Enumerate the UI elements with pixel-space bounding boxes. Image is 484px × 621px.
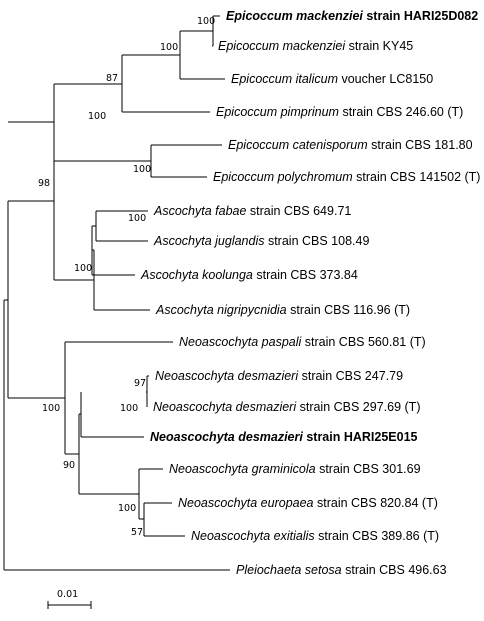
taxon-strain: strain CBS 389.86 (T) (315, 529, 439, 543)
bootstrap-label: 100 (128, 213, 146, 224)
bootstrap-values: 100 100 87 100 100 98 100 100 97 100 100… (38, 16, 215, 538)
taxon-label: Neoascochyta desmazieri strain HARI25E01… (150, 430, 418, 444)
taxon-species-name: Epicoccum italicum (231, 72, 338, 86)
taxon-strain: strain CBS 297.69 (T) (296, 400, 420, 414)
taxon-species-name: Ascochyta juglandis (153, 234, 264, 248)
taxon-strain: strain CBS 560.81 (T) (301, 335, 425, 349)
taxon-strain: strain CBS 108.49 (264, 234, 369, 248)
bootstrap-label: 100 (120, 403, 138, 414)
taxon-species-name: Ascochyta fabae (153, 204, 246, 218)
taxon-label: Epicoccum catenisporum strain CBS 181.80 (228, 138, 473, 152)
taxon-species-name: Ascochyta koolunga (140, 268, 253, 282)
taxon-species-name: Epicoccum pimprinum (216, 105, 339, 119)
taxon-label: Epicoccum mackenziei strain KY45 (218, 39, 413, 53)
taxon-species-name: Epicoccum mackenziei (226, 9, 363, 23)
taxon-strain: strain CBS 247.79 (298, 369, 403, 383)
bootstrap-label: 87 (106, 73, 118, 84)
taxon-strain: strain CBS 181.80 (368, 138, 473, 152)
taxon-species-name: Neoascochyta desmazieri (150, 430, 303, 444)
taxon-labels: Epicoccum mackenziei strain HARI25D082Ep… (140, 9, 480, 577)
taxon-strain: strain CBS 496.63 (342, 563, 447, 577)
taxon-label: Neoascochyta exitialis strain CBS 389.86… (191, 529, 439, 543)
bootstrap-label: 100 (133, 164, 151, 175)
taxon-label: Neoascochyta europaea strain CBS 820.84 … (178, 496, 438, 510)
taxon-species-name: Neoascochyta paspali (179, 335, 303, 349)
taxon-strain: strain CBS 373.84 (253, 268, 358, 282)
bootstrap-label: 90 (63, 460, 75, 471)
bootstrap-label: 100 (160, 42, 178, 53)
bootstrap-label: 97 (134, 378, 146, 389)
taxon-species-name: Epicoccum catenisporum (228, 138, 368, 152)
scale-bar: 0.01 (47, 589, 92, 609)
bootstrap-label: 100 (42, 403, 60, 414)
taxon-strain: strain KY45 (345, 39, 413, 53)
taxon-strain: strain CBS 301.69 (316, 462, 421, 476)
taxon-strain: strain CBS 246.60 (T) (339, 105, 463, 119)
taxon-strain: strain CBS 116.96 (T) (287, 303, 410, 317)
taxon-species-name: Neoascochyta europaea (178, 496, 314, 510)
taxon-strain: strain CBS 141502 (T) (353, 170, 481, 184)
taxon-species-name: Epicoccum mackenziei (218, 39, 346, 53)
taxon-label: Pleiochaeta setosa strain CBS 496.63 (236, 563, 447, 577)
taxon-label: Epicoccum italicum voucher LC8150 (231, 72, 433, 86)
bootstrap-label: 98 (38, 178, 50, 189)
taxon-strain: strain HARI25D082 (363, 9, 478, 23)
bootstrap-label: 100 (88, 111, 106, 122)
taxon-label: Neoascochyta desmazieri strain CBS 297.6… (153, 400, 420, 414)
scale-bar-label: 0.01 (57, 589, 78, 600)
bootstrap-label: 57 (131, 527, 143, 538)
taxon-label: Neoascochyta paspali strain CBS 560.81 (… (179, 335, 426, 349)
taxon-species-name: Neoascochyta desmazieri (153, 400, 297, 414)
bootstrap-label: 100 (118, 503, 136, 514)
taxon-label: Ascochyta fabae strain CBS 649.71 (153, 204, 351, 218)
taxon-species-name: Neoascochyta graminicola (169, 462, 316, 476)
taxon-label: Epicoccum pimprinum strain CBS 246.60 (T… (216, 105, 463, 119)
taxon-species-name: Pleiochaeta setosa (236, 563, 342, 577)
taxon-strain: strain HARI25E015 (303, 430, 418, 444)
taxon-species-name: Neoascochyta desmazieri (155, 369, 299, 383)
taxon-strain: strain CBS 820.84 (T) (314, 496, 438, 510)
taxon-species-name: Neoascochyta exitialis (191, 529, 315, 543)
taxon-label: Neoascochyta graminicola strain CBS 301.… (169, 462, 421, 476)
taxon-strain: voucher LC8150 (338, 72, 433, 86)
bootstrap-label: 100 (74, 263, 92, 274)
taxon-strain: strain CBS 649.71 (246, 204, 351, 218)
taxon-label: Ascochyta nigripycnidia strain CBS 116.9… (155, 303, 410, 317)
taxon-label: Neoascochyta desmazieri strain CBS 247.7… (155, 369, 403, 383)
taxon-label: Ascochyta juglandis strain CBS 108.49 (153, 234, 369, 248)
taxon-label: Epicoccum mackenziei strain HARI25D082 (226, 9, 478, 23)
bootstrap-label: 100 (197, 16, 215, 27)
taxon-species-name: Epicoccum polychromum (213, 170, 353, 184)
taxon-label: Ascochyta koolunga strain CBS 373.84 (140, 268, 358, 282)
tree-branches (3, 15, 230, 571)
taxon-label: Epicoccum polychromum strain CBS 141502 … (213, 170, 480, 184)
taxon-species-name: Ascochyta nigripycnidia (155, 303, 287, 317)
